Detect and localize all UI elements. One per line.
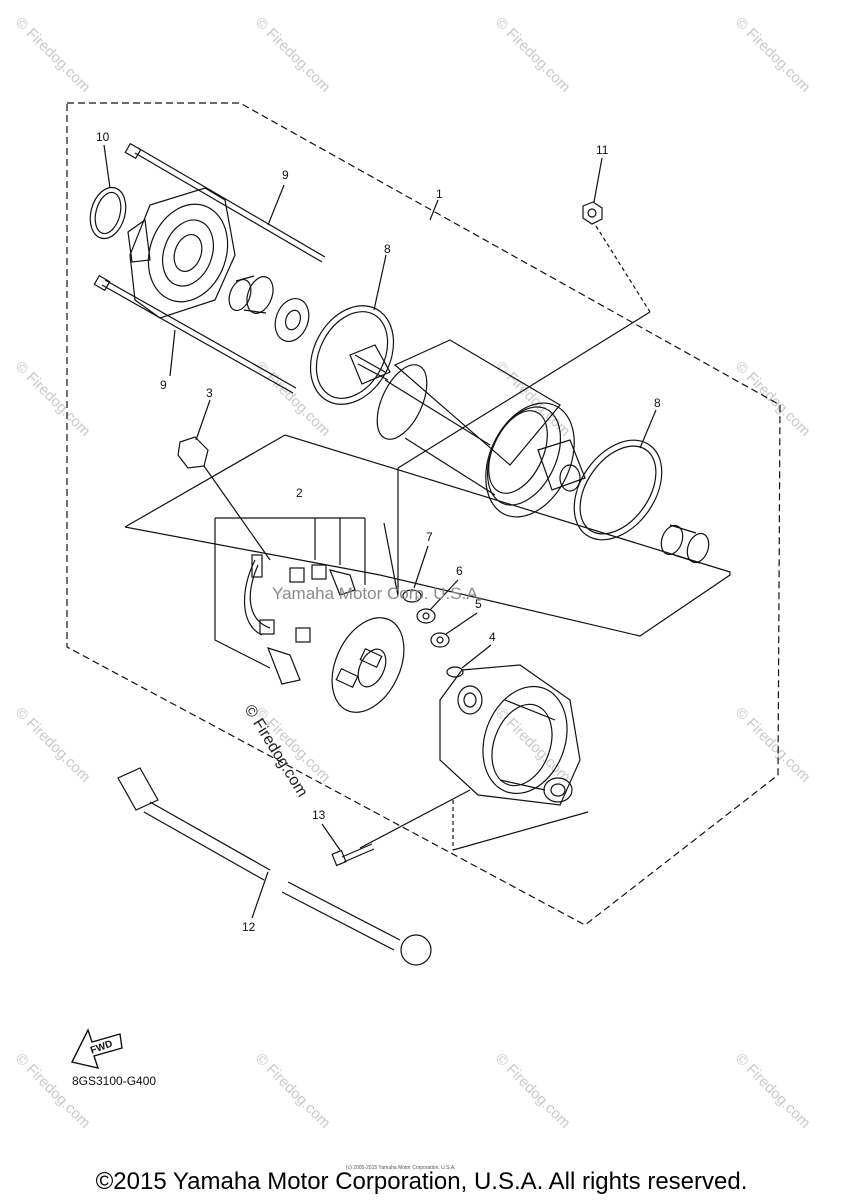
callout-12: 12 — [242, 920, 256, 934]
callout-leader — [267, 184, 285, 226]
copyright-footer: ©2015 Yamaha Motor Corporation, U.S.A. A… — [95, 1168, 748, 1195]
o-ring-large — [573, 439, 663, 541]
callout-leader — [103, 144, 111, 189]
washer — [430, 632, 450, 648]
oil-seal — [274, 298, 310, 342]
callout-leader — [445, 612, 478, 635]
tie-bolt-upper — [124, 142, 326, 263]
callout-leader — [321, 823, 341, 851]
washer — [416, 608, 436, 624]
brush-holder-assembly — [214, 517, 405, 713]
callout-9: 9 — [160, 378, 167, 392]
callout-leader — [429, 199, 439, 221]
leader-line — [359, 789, 471, 849]
callout-leader — [195, 399, 211, 441]
callout-leader — [413, 545, 429, 589]
starter-lead-wire — [117, 767, 432, 966]
o-ring-large-inner — [315, 311, 389, 399]
callout-leader — [373, 254, 387, 311]
nut — [582, 201, 603, 225]
callout-8: 8 — [654, 396, 661, 410]
terminal-clip — [177, 436, 209, 469]
callout-4: 4 — [489, 630, 496, 644]
washer-hole — [422, 612, 430, 620]
rear-cover — [439, 664, 581, 806]
washer — [402, 589, 422, 603]
callout-9: 9 — [282, 168, 289, 182]
bearing — [228, 275, 274, 314]
o-ring-large — [309, 305, 395, 405]
figure-code: 8GS3100-G400 — [72, 1074, 157, 1088]
leader-line — [203, 465, 271, 561]
assembly-boundary — [66, 102, 781, 926]
fwd-arrow: FWD — [70, 1028, 123, 1069]
callout-8: 8 — [384, 242, 391, 256]
washer — [446, 666, 464, 678]
yamaha-watermark: Yamaha Motor Corp. U.S.A. — [272, 584, 483, 603]
callout-11: 11 — [596, 143, 609, 157]
o-ring — [89, 186, 127, 240]
o-ring-inner — [94, 191, 122, 235]
o-ring-large-inner — [579, 445, 657, 535]
nut-hole — [587, 208, 597, 218]
callout-1: 1 — [436, 187, 443, 201]
washer-hole — [436, 636, 444, 644]
leader-line — [383, 522, 399, 597]
leader-line — [595, 225, 651, 313]
callout-leader — [461, 644, 492, 669]
callout-leader — [251, 871, 269, 919]
front-cover — [127, 187, 236, 319]
small-copyright-note: (c) 2005-2015 Yamaha Motor Corporation, … — [346, 1165, 456, 1171]
tie-bolt-lower — [93, 274, 297, 394]
callout-leader — [169, 329, 176, 377]
callout-13: 13 — [312, 808, 326, 822]
bushing — [660, 524, 710, 564]
armature-yoke — [349, 339, 586, 518]
screw — [331, 843, 375, 867]
callout-7: 7 — [426, 530, 433, 544]
callout-leader — [639, 409, 657, 449]
leader-line — [452, 811, 589, 851]
callout-5: 5 — [475, 597, 482, 611]
brush-holder-boundary — [124, 434, 731, 637]
callout-2: 2 — [296, 486, 303, 500]
callout-leader — [593, 157, 603, 203]
callout-10: 10 — [96, 130, 110, 144]
callout-leader — [429, 579, 459, 611]
leader-line — [397, 311, 651, 469]
callout-6: 6 — [456, 564, 463, 578]
callout-3: 3 — [206, 386, 213, 400]
